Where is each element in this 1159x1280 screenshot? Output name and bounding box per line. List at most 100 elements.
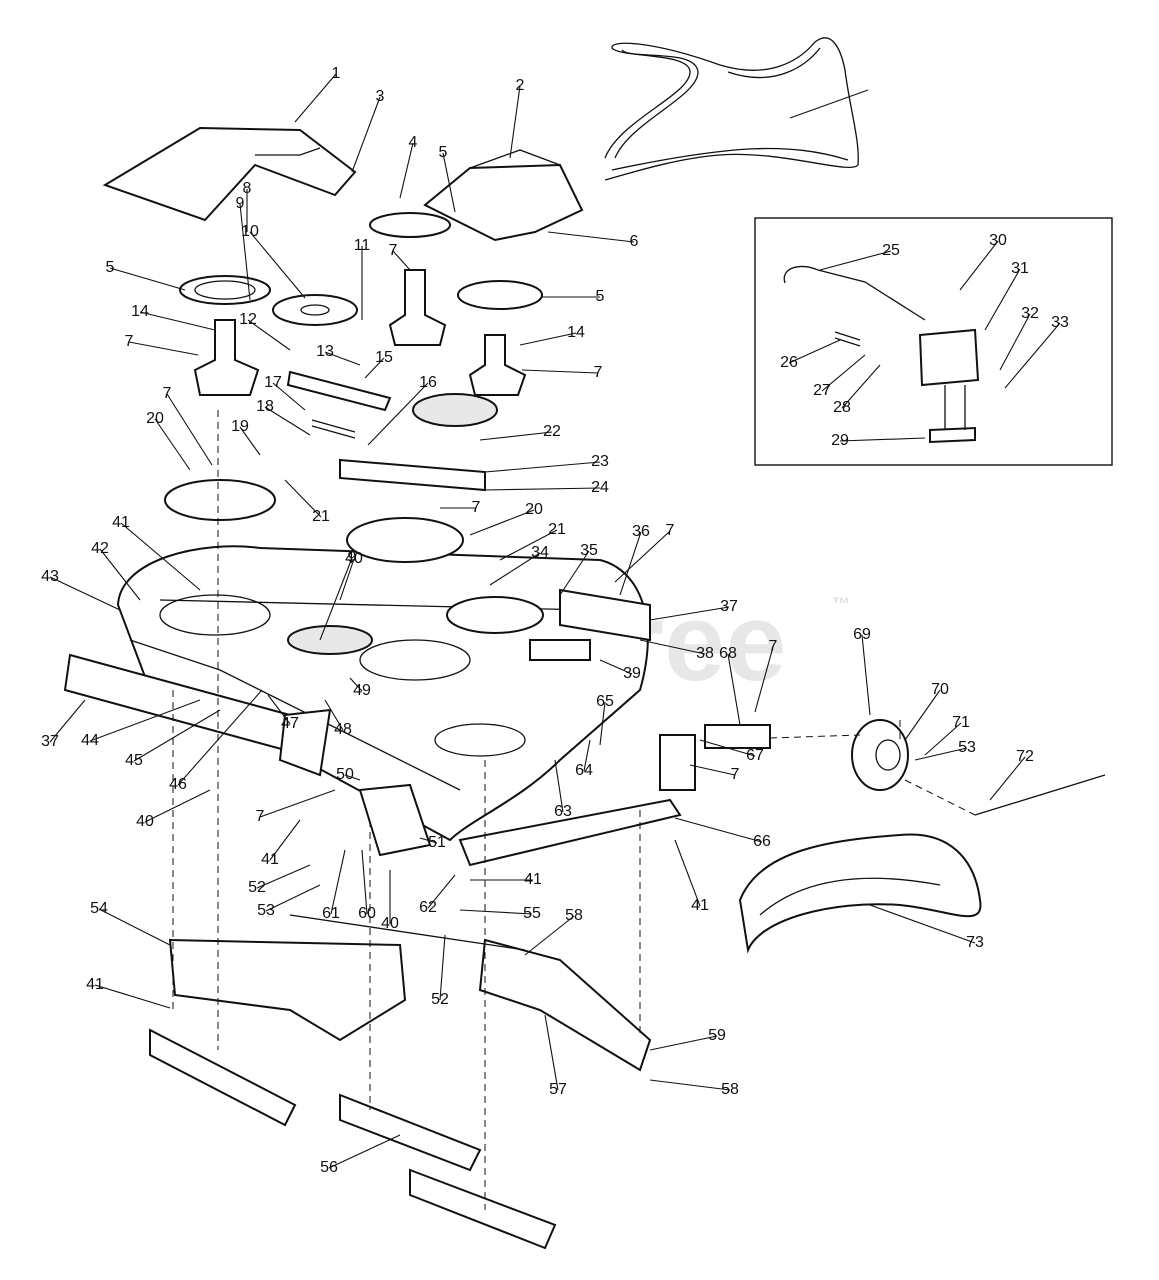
left-hanger-bracket	[278, 708, 332, 777]
leader-line	[324, 699, 344, 731]
leader-line	[319, 557, 353, 641]
callout-number: 48	[334, 721, 352, 738]
leader-line	[674, 817, 763, 843]
idler-bracket	[339, 458, 486, 492]
leader-line	[247, 319, 291, 351]
tension-spring	[834, 331, 861, 347]
leader-line	[166, 393, 213, 466]
leader-line	[521, 369, 599, 374]
leader-line	[559, 550, 590, 596]
callout-number: 40	[345, 550, 363, 567]
leader-line	[89, 699, 201, 742]
leader-line	[439, 934, 446, 1001]
callout-number: 60	[358, 905, 376, 922]
callout-number: 50	[336, 766, 354, 783]
right-blade	[409, 1168, 557, 1250]
leader-line	[264, 406, 311, 436]
callout-number: 41	[86, 976, 104, 993]
left-baffle	[168, 938, 407, 1042]
leader-line	[284, 479, 322, 518]
callout-number: 40	[381, 915, 399, 932]
rear-hanger-bracket	[659, 734, 696, 791]
callout-number: 38	[696, 645, 714, 662]
callout-number: 44	[81, 732, 99, 749]
callout-number: 51	[428, 834, 446, 851]
leader-line	[154, 418, 191, 471]
discharge-chute	[738, 833, 982, 954]
leader-line	[524, 915, 575, 956]
callout-number: 1	[332, 65, 341, 82]
callout-number: 47	[281, 715, 299, 732]
leader-line	[788, 339, 841, 364]
callout-number: 36	[632, 523, 650, 540]
leader-line	[442, 152, 456, 213]
left-blade	[149, 1028, 297, 1127]
callout-number: 53	[958, 739, 976, 756]
watermark-trademark: ™	[832, 594, 850, 614]
leader-line	[819, 250, 892, 271]
leader-line	[392, 250, 411, 271]
tension-rod	[783, 265, 926, 321]
leader-line	[509, 85, 521, 159]
idler-spring	[311, 419, 356, 439]
leader-line	[339, 558, 355, 601]
leader-line	[554, 759, 564, 813]
callout-number: 20	[146, 410, 164, 427]
leader-line	[789, 89, 869, 119]
leader-line	[839, 437, 926, 442]
leader-line	[619, 531, 642, 596]
left-belt-cover	[102, 126, 357, 222]
callout-number: 66	[753, 833, 771, 850]
right-baffle	[478, 938, 652, 1072]
leader-line	[364, 357, 385, 379]
callout-number: 57	[549, 1081, 567, 1098]
leader-line	[984, 268, 1021, 331]
callout-number: 9	[348, 549, 357, 566]
leader-line	[699, 739, 756, 757]
right-spindle-pulley	[457, 280, 543, 310]
callout-number: 54	[90, 900, 108, 917]
callout-number: 68	[719, 645, 737, 662]
leader-line	[349, 677, 363, 692]
callout-number: 5	[106, 259, 115, 276]
leader-line	[861, 634, 871, 716]
callout-number: 59	[708, 1027, 726, 1044]
callout-number: 14	[567, 324, 585, 341]
callout-number: 7	[594, 364, 603, 381]
center-spindle	[388, 269, 447, 346]
callout-number: 21	[548, 521, 566, 538]
leader-line	[239, 426, 261, 456]
callout-number: 2	[516, 77, 525, 94]
double-pulley	[412, 393, 498, 427]
callout-number: 41	[691, 897, 709, 914]
leader-line	[330, 849, 346, 915]
link-bracket	[529, 639, 591, 661]
leader-line	[639, 639, 706, 655]
center-spindle-pulley	[369, 212, 451, 238]
callout-number: 58	[565, 907, 583, 924]
leader-line	[989, 756, 1026, 801]
callout-number: 21	[312, 508, 330, 525]
callout-number: 64	[575, 762, 593, 779]
leader-line	[144, 789, 211, 823]
leader-line	[479, 431, 553, 441]
callout-number: 4	[409, 134, 418, 151]
leader-lines	[49, 73, 1061, 1169]
callout-number: 20	[525, 501, 543, 518]
leader-line	[367, 382, 429, 446]
callout-number: 26	[780, 354, 798, 371]
leader-line	[128, 341, 199, 356]
callout-number: 23	[591, 453, 609, 470]
right-hanger-bracket	[358, 783, 432, 857]
callout-number: 37	[720, 598, 738, 615]
leader-line	[399, 142, 414, 199]
deck-idler-pulley	[287, 625, 373, 655]
leader-line	[689, 764, 736, 776]
callout-number: 69	[853, 626, 871, 643]
callout-number: 13	[316, 343, 334, 360]
tension-plate	[929, 426, 976, 444]
leader-line	[599, 659, 633, 675]
callout-number: 30	[989, 232, 1007, 249]
